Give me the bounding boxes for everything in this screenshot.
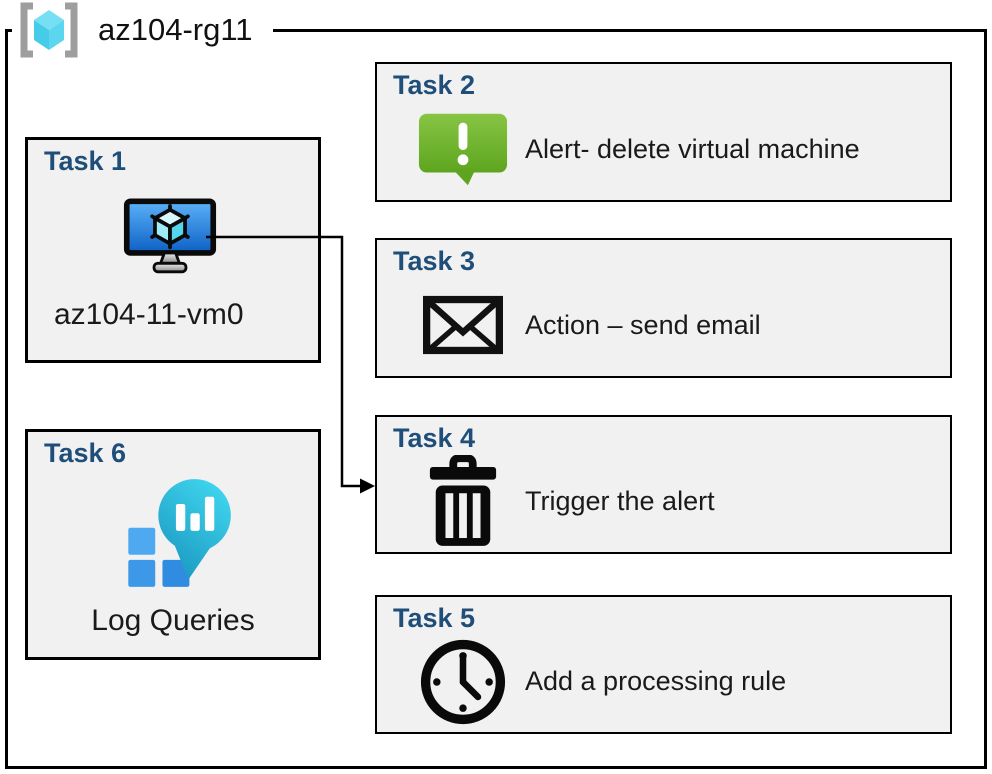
task3-header: Task 3 (393, 246, 476, 276)
task5-header: Task 5 (393, 603, 476, 633)
task4-label: Trigger the alert (525, 486, 715, 516)
task5-label: Add a processing rule (525, 666, 787, 696)
task6-header: Task 6 (44, 438, 127, 468)
task6-label: Log Queries (91, 604, 255, 637)
task3-box: Task 3 Action – send email (375, 238, 952, 378)
email-icon (413, 295, 513, 355)
task2-label: Alert- delete virtual machine (525, 133, 860, 164)
virtual-machine-icon (123, 197, 217, 277)
task3-label: Action – send email (525, 309, 761, 340)
resource-group-title: az104-rg11 (98, 12, 253, 47)
task2-box: Task 2 Alert- delete virtual machine (375, 62, 952, 202)
resource-group-legend: az104-rg11 (12, 2, 273, 58)
task4-box: Task 4 Trigger the alert (375, 415, 952, 554)
task6-box: Task 6 Log Queries (25, 429, 321, 660)
task1-header: Task 1 (44, 146, 127, 176)
task1-box: Task 1 az104-11-vm0 (25, 137, 321, 363)
task4-header: Task 4 (393, 423, 476, 453)
resource-group-icon (16, 2, 82, 58)
task1-vm-label: az104-11-vm0 (54, 298, 244, 331)
task5-box: Task 5 Add a processing rule (375, 595, 952, 734)
task2-header: Task 2 (393, 70, 476, 100)
trash-icon (413, 454, 513, 549)
alert-icon (413, 111, 513, 187)
clock-icon (413, 639, 513, 725)
resource-group-container (5, 29, 987, 769)
log-analytics-icon (124, 476, 232, 592)
